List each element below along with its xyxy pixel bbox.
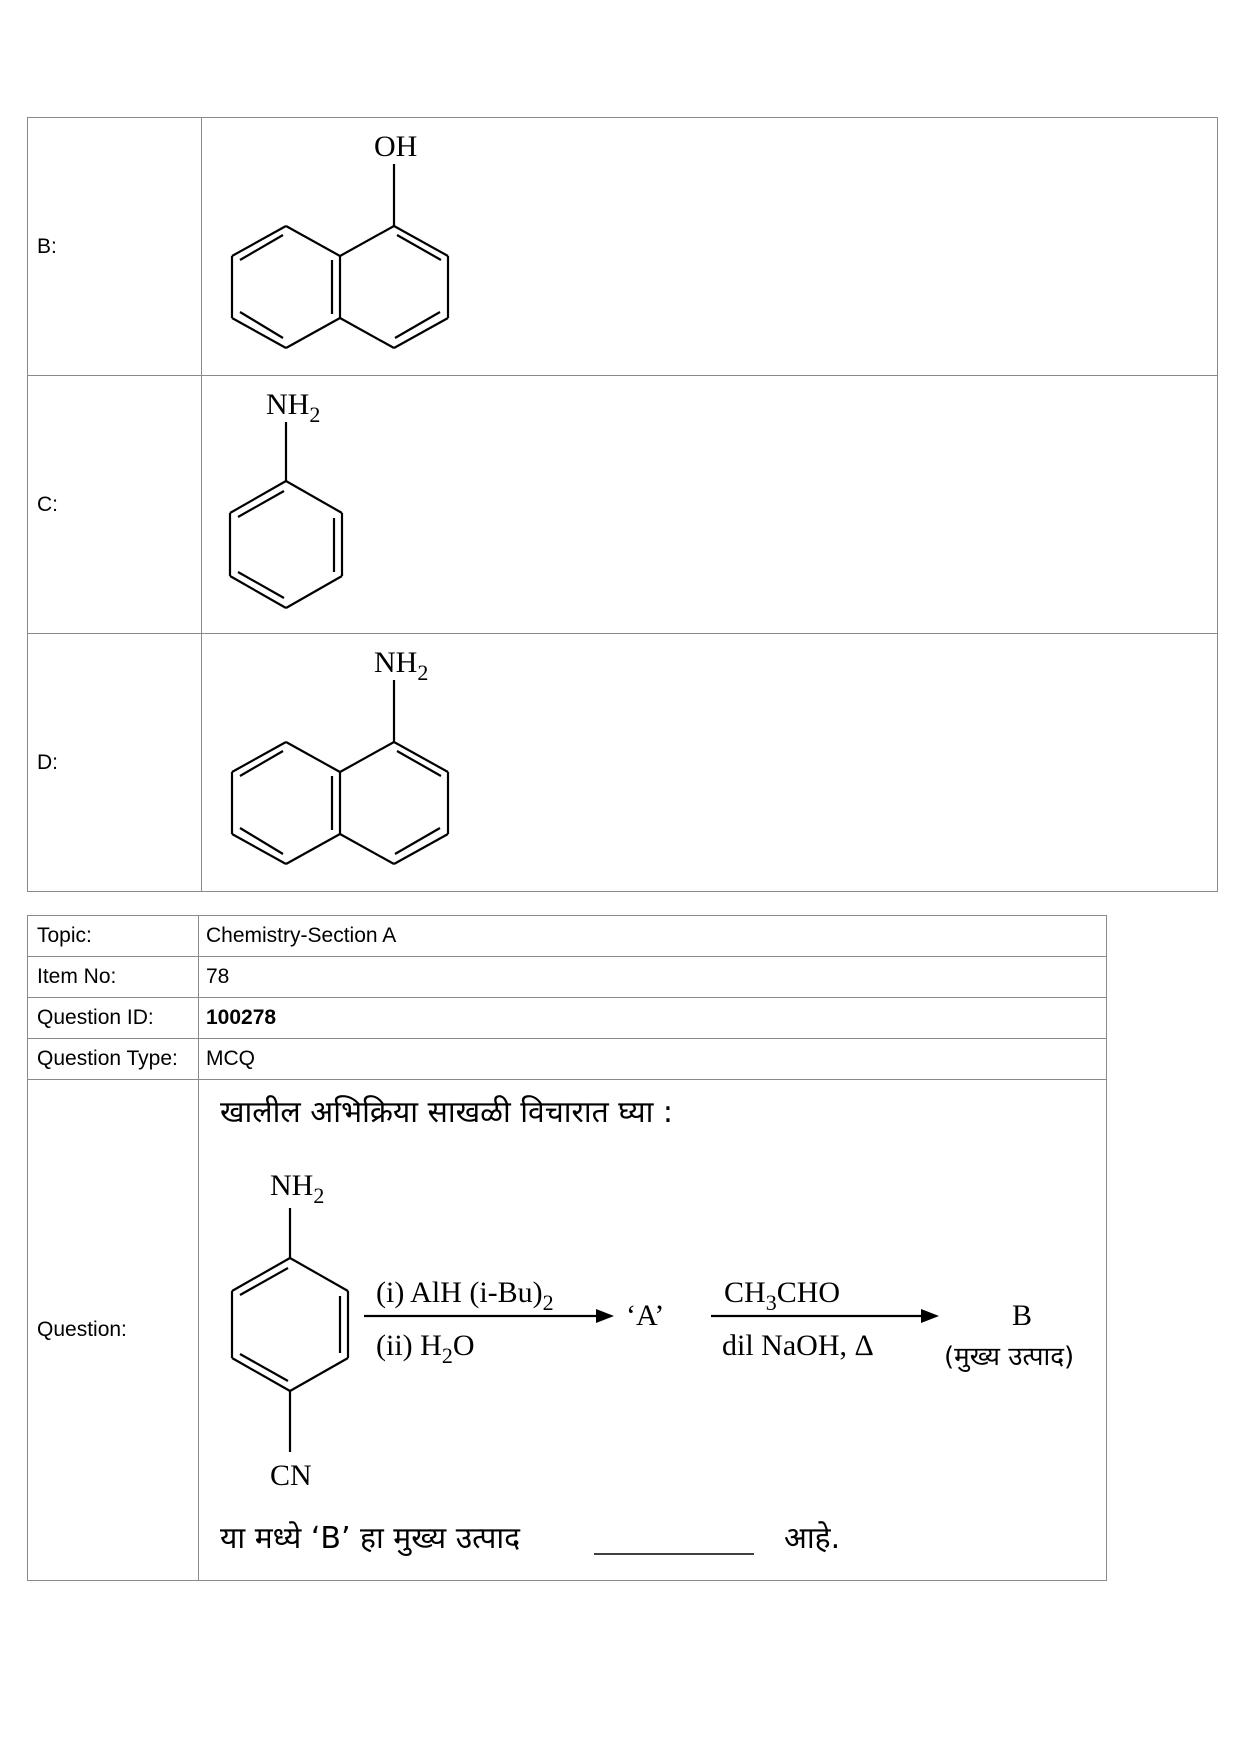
option-label: C: [27, 375, 202, 634]
step1-arrowhead [596, 1309, 614, 1323]
naphthylamine-structure: NH2 [230, 646, 450, 865]
question-id-value: 100278 [198, 997, 1107, 1039]
option-label: B: [27, 117, 202, 376]
item-row: Item No: 78 [27, 956, 1107, 998]
substituent-label: NH2 [374, 646, 428, 685]
option-label: D: [27, 633, 202, 892]
step2-bottom: dil NaOH, Δ [722, 1329, 874, 1362]
intermediate-label: ‘A’ [626, 1299, 664, 1332]
question-info-table: Topic: Chemistry-Section A Item No: 78 Q… [27, 915, 1107, 1581]
question-ending-post: आहे. [784, 1521, 840, 1556]
topic-row: Topic: Chemistry-Section A [27, 915, 1107, 957]
aniline-structure: NH2 [228, 388, 344, 609]
item-key: Item No: [27, 956, 199, 998]
question-key: Question: [27, 1079, 199, 1581]
option-row-b: B: [27, 117, 1218, 376]
step1-top: (i) AlH (i-Bu)2 [376, 1276, 554, 1315]
question-row: Question: खालील अभिक्रिया साखळी विचारात … [27, 1079, 1107, 1581]
naphthol-structure: OH [230, 130, 450, 349]
option-figure: NH2 [201, 633, 1218, 892]
substituent-label: NH2 [266, 388, 320, 427]
question-ending-pre: या मध्ये ‘B’ हा मुख्य उत्पाद [220, 1521, 521, 1557]
option-figure: OH [201, 117, 1218, 376]
question-type-value: MCQ [198, 1038, 1107, 1080]
question-type-row: Question Type: MCQ [27, 1038, 1107, 1080]
reactant-bottom-group: CN [270, 1459, 312, 1492]
step1-bottom: (ii) H2O [376, 1329, 475, 1368]
substituent-label: OH [374, 130, 417, 163]
step2-top: CH3CHO [724, 1276, 840, 1315]
option-row-d: D: [27, 633, 1218, 892]
benzene-ring [230, 1208, 350, 1452]
product-note: (मुख्य उत्पाद) [944, 1342, 1074, 1372]
question-id-key: Question ID: [27, 997, 199, 1039]
option-row-c: C: NH2 [27, 375, 1218, 634]
question-intro: खालील अभिक्रिया साखळी विचारात घ्या : [220, 1095, 673, 1130]
question-content: खालील अभिक्रिया साखळी विचारात घ्या : NH2 [198, 1079, 1107, 1581]
reactant-top-group: NH2 [270, 1169, 324, 1208]
product-label: B [1012, 1299, 1032, 1332]
options-table: B: [27, 117, 1218, 892]
item-value: 78 [198, 956, 1107, 998]
topic-key: Topic: [27, 915, 199, 957]
option-figure: NH2 [201, 375, 1218, 634]
question-type-key: Question Type: [27, 1038, 199, 1080]
question-id-row: Question ID: 100278 [27, 997, 1107, 1039]
step2-arrowhead [921, 1309, 939, 1323]
topic-value: Chemistry-Section A [198, 915, 1107, 957]
reaction-scheme: खालील अभिक्रिया साखळी विचारात घ्या : NH2 [220, 1095, 1074, 1557]
